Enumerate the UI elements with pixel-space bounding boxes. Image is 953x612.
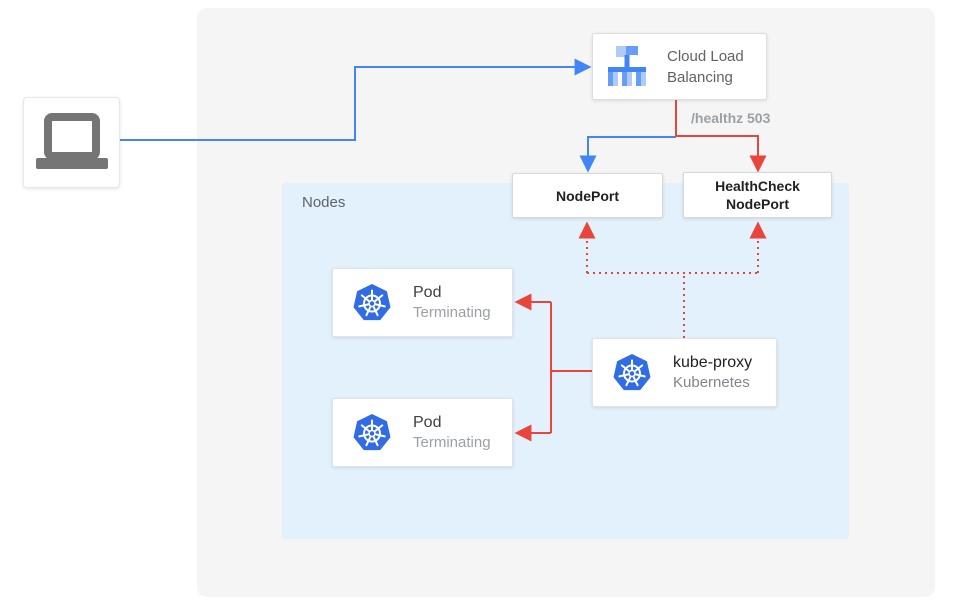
nodes-group-label: Nodes bbox=[302, 194, 346, 211]
pod-2-status: Terminating bbox=[413, 434, 491, 451]
kube-proxy-node: kube-proxy Kubernetes bbox=[592, 338, 777, 407]
kube-proxy-title: kube-proxy bbox=[673, 354, 753, 371]
pod-1-status: Terminating bbox=[413, 304, 491, 321]
kube-proxy-subtitle: Kubernetes bbox=[673, 374, 750, 391]
kubernetes-icon bbox=[353, 283, 391, 322]
cloud-load-balancing-label: Cloud Load Balancing bbox=[667, 47, 744, 86]
cloud-load-balancing-icon bbox=[603, 44, 651, 90]
healthz-status-label: /healthz 503 bbox=[691, 110, 771, 126]
nodeport-node: NodePort bbox=[512, 173, 663, 218]
nodeport-label: NodePort bbox=[556, 187, 619, 204]
kubernetes-icon bbox=[353, 413, 391, 452]
laptop-icon bbox=[34, 112, 110, 174]
pod-1-node: Pod Terminating bbox=[332, 268, 513, 337]
client-node bbox=[23, 97, 120, 188]
healthcheck-nodeport-node: HealthCheck NodePort bbox=[683, 172, 832, 218]
pod-1-title: Pod bbox=[413, 284, 442, 301]
cloud-load-balancing-node: Cloud Load Balancing bbox=[592, 33, 767, 100]
pod-2-node: Pod Terminating bbox=[332, 398, 513, 467]
healthcheck-nodeport-label: HealthCheck NodePort bbox=[715, 178, 800, 212]
kubernetes-icon bbox=[613, 353, 651, 392]
pod-2-title: Pod bbox=[413, 414, 442, 431]
